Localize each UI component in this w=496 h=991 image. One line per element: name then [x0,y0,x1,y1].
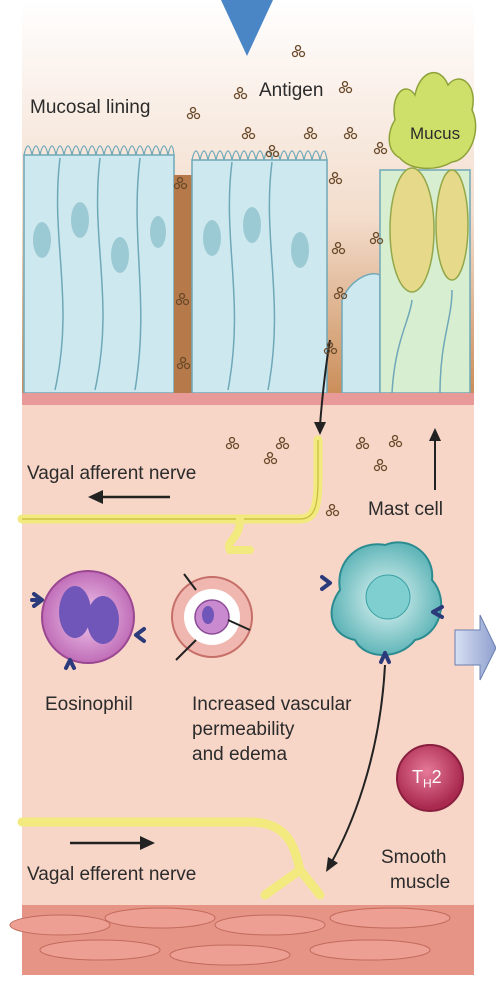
smooth-muscle-label-line1: Smooth [381,846,446,870]
eosinophil-label: Eosinophil [45,693,133,717]
mast-cell-label: Mast cell [368,498,443,522]
th2-label: TH2 [412,765,442,796]
vagal-afferent-nerve-label: Vagal afferent nerve [27,462,196,486]
vascular-label-line3: and edema [192,743,287,767]
mucosal-lining-label: Mucosal lining [30,96,150,120]
vascular-label-line2: permeability [192,718,294,742]
smooth-muscle [10,905,474,975]
epithelium-left [24,146,174,393]
epithelium-middle [192,151,327,393]
smooth-muscle-label-line2: muscle [390,871,450,895]
mucus-label: Mucus [410,122,460,146]
vagal-efferent-nerve-label: Vagal efferent nerve [27,863,196,887]
basement-membrane [22,393,474,405]
antigen-label: Antigen [259,79,323,103]
vascular-label-line1: Increased vascular [192,693,351,717]
